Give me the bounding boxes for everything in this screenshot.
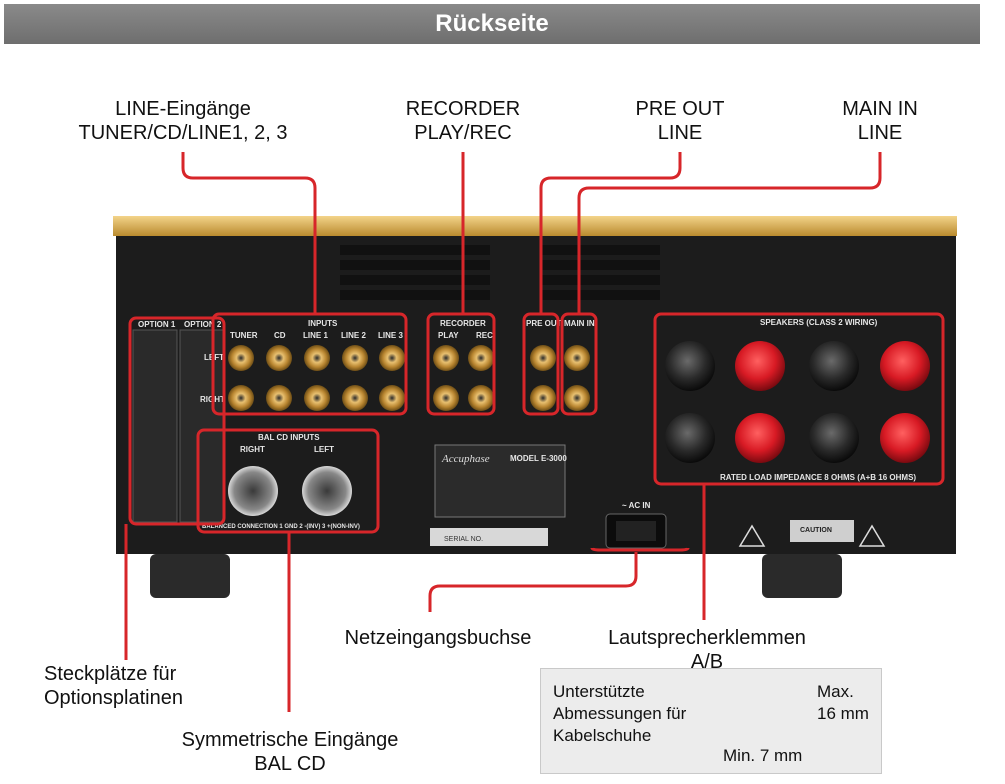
recorder-panel-label: RECORDER bbox=[440, 319, 486, 328]
speaker-terminals bbox=[665, 341, 930, 463]
pre-out-panel-label: PRE OUT bbox=[526, 319, 562, 328]
speaker-terminal-black bbox=[809, 413, 859, 463]
xlr-left-jack bbox=[302, 466, 352, 516]
serial-plate bbox=[430, 528, 548, 546]
spec-max: Max. 16 mm bbox=[817, 682, 869, 723]
rca-jack bbox=[342, 385, 368, 411]
spec-description: Unterstützte Abmessungen für Kabelschuhe bbox=[553, 682, 687, 745]
option-2-label: OPTION 2 bbox=[184, 320, 222, 329]
bal-inputs-label: BAL CD INPUTS bbox=[258, 433, 320, 442]
speaker-terminal-red bbox=[880, 413, 930, 463]
ac-inlet-bracket bbox=[590, 547, 690, 552]
play-label: PLAY bbox=[438, 331, 459, 340]
speaker-terminal-red bbox=[735, 413, 785, 463]
rca-jack bbox=[530, 385, 556, 411]
warning-triangle-icon bbox=[738, 524, 766, 547]
rca-jack bbox=[379, 345, 405, 371]
rca-jack bbox=[468, 345, 494, 371]
warning-triangle-icon-2 bbox=[858, 524, 886, 547]
ac-in-label: ~ AC IN bbox=[622, 501, 651, 510]
rca-jack bbox=[564, 385, 590, 411]
caution-plate bbox=[790, 520, 854, 542]
option-slot-1 bbox=[132, 329, 178, 523]
speaker-terminal-red bbox=[735, 341, 785, 391]
callout-box-inputs bbox=[211, 312, 408, 416]
rca-jack bbox=[433, 385, 459, 411]
foot-right bbox=[762, 554, 842, 598]
tuner-label: TUNER bbox=[230, 331, 258, 340]
rca-jack bbox=[530, 345, 556, 371]
rca-jack bbox=[304, 345, 330, 371]
rca-jack bbox=[266, 385, 292, 411]
leader-line-preout bbox=[539, 152, 682, 314]
leader-lines bbox=[124, 152, 882, 712]
line-inputs-label: LINE-Eingänge TUNER/CD/LINE1, 2, 3 bbox=[78, 98, 288, 144]
callout-box-recorder bbox=[426, 312, 496, 416]
speaker-terminal-black bbox=[665, 341, 715, 391]
power-socket-label: Netzeingangsbuchse bbox=[344, 627, 532, 649]
foot-left bbox=[150, 554, 230, 598]
rca-jack bbox=[228, 385, 254, 411]
bal-right-label: RIGHT bbox=[240, 445, 265, 454]
speaker-terminal-black bbox=[665, 413, 715, 463]
callout-box-speakers bbox=[653, 312, 945, 486]
rca-jacks bbox=[228, 345, 590, 411]
bal-connection-label: BALANCED CONNECTION 1 GND 2 -(INV) 3 +(N… bbox=[202, 524, 360, 530]
spade-lug-spec-box: Unterstützte Abmessungen für Kabelschuhe… bbox=[540, 668, 882, 774]
rca-jack bbox=[342, 345, 368, 371]
leader-line-mainin bbox=[577, 152, 882, 314]
model-plate bbox=[434, 444, 566, 518]
option-slots-label: Steckplätze für Optionsplatinen bbox=[44, 663, 183, 709]
speaker-terminal-black bbox=[809, 341, 859, 391]
inputs-label: INPUTS bbox=[308, 319, 338, 328]
callout-box-options bbox=[128, 316, 226, 526]
rca-jack bbox=[433, 345, 459, 371]
speakers-label: SPEAKERS (CLASS 2 WIRING) bbox=[760, 318, 878, 327]
vent-slots bbox=[340, 245, 660, 300]
line2-label: LINE 2 bbox=[341, 331, 366, 340]
pre-out-label: PRE OUT LINE bbox=[635, 98, 725, 144]
rca-jack bbox=[564, 345, 590, 371]
line1-label: LINE 1 bbox=[303, 331, 328, 340]
rca-jack bbox=[304, 385, 330, 411]
line3-label: LINE 3 bbox=[378, 331, 403, 340]
spec-min: Min. 7 mm bbox=[723, 746, 803, 765]
xlr-right-jack bbox=[228, 466, 278, 516]
rca-jack bbox=[379, 385, 405, 411]
serial-label: SERIAL NO. bbox=[444, 536, 483, 543]
callout-boxes bbox=[128, 312, 945, 534]
page-header: Rückseite bbox=[4, 4, 980, 44]
cd-label: CD bbox=[274, 331, 286, 340]
rca-jack bbox=[228, 345, 254, 371]
leader-line-inputs bbox=[181, 152, 317, 314]
speaker-terminal-red bbox=[880, 341, 930, 391]
leader-line-ac bbox=[428, 552, 638, 612]
bal-inputs-callout-label: Symmetrische Eingänge BAL CD bbox=[181, 729, 399, 775]
ac-inlet-core bbox=[616, 521, 656, 541]
brand-logo: Accuphase bbox=[441, 453, 490, 465]
recorder-label: RECORDER PLAY/REC bbox=[405, 98, 521, 144]
main-in-panel-label: MAIN IN bbox=[564, 319, 595, 328]
caution-label: CAUTION bbox=[800, 527, 832, 534]
main-in-label: MAIN IN LINE bbox=[842, 98, 918, 144]
chassis-top-trim bbox=[113, 216, 957, 236]
rca-jack bbox=[468, 385, 494, 411]
rated-load-label: RATED LOAD IMPEDANCE 8 OHMS (A+B 16 OHMS… bbox=[720, 473, 916, 482]
speaker-terminals-label: Lautsprecherklemmen A/B bbox=[608, 627, 806, 673]
option-1-label: OPTION 1 bbox=[138, 320, 176, 329]
model-label: MODEL E-3000 bbox=[510, 454, 567, 463]
rca-jack bbox=[266, 345, 292, 371]
bal-left-label: LEFT bbox=[314, 445, 334, 454]
rec-label: REC bbox=[476, 331, 493, 340]
